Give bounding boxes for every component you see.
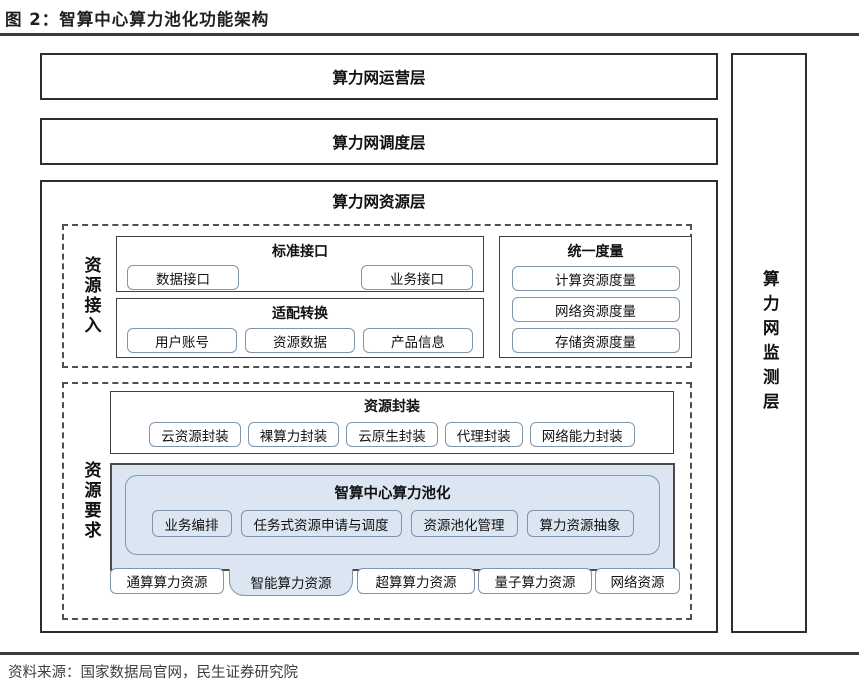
adaptation-box: 适配转换 用户账号 资源数据 产品信息 [116,298,484,358]
scheduling-layer-label: 算力网调度层 [332,133,426,152]
chip-product-info: 产品信息 [363,328,473,353]
operation-layer-box: 算力网运营层 [40,53,718,100]
chip-data-interface: 数据接口 [127,265,239,290]
monitoring-layer-box: 算力网监测层 [731,53,807,633]
chip-network-measure: 网络资源度量 [511,297,680,322]
chip-business-interface: 业务接口 [361,265,473,290]
monitoring-layer-label: 算力网监测层 [760,269,780,417]
chip-proxy-encap: 代理封装 [444,422,523,447]
pooling-inner-box: 智算中心算力池化 业务编排 任务式资源申请与调度 资源池化管理 算力资源抽象 [125,475,660,555]
resource-layer-label: 算力网资源层 [332,193,426,211]
chip-general-compute-resource: 通算算力资源 [110,568,224,594]
chip-cloudnative-encap: 云原生封装 [346,422,438,447]
chip-resource-abstraction: 算力资源抽象 [526,510,634,537]
chip-user-account: 用户账号 [127,328,237,353]
chip-netcap-encap: 网络能力封装 [529,422,635,447]
adaptation-title: 适配转换 [272,306,328,322]
resource-access-label: 资源接入 [80,256,101,336]
figure-title: 图 2：智算中心算力池化功能架构 [5,10,270,29]
encapsulation-title: 资源封装 [364,399,420,415]
encapsulation-box: 资源封装 云资源封装 裸算力封装 云原生封装 代理封装 网络能力封装 [110,391,674,454]
operation-layer-label: 算力网运营层 [332,68,426,87]
source-divider [0,652,859,655]
resource-requirement-section: 资源要求 资源封装 云资源封装 裸算力封装 云原生封装 代理封装 网络能力封装 … [62,382,692,620]
standard-interface-box: 标准接口 数据接口 业务接口 [116,236,484,292]
resource-requirement-label-wrap: 资源要求 [72,384,108,618]
chip-compute-measure: 计算资源度量 [511,266,680,291]
chip-pool-management: 资源池化管理 [410,510,518,537]
measurement-title: 统一度量 [567,244,624,260]
chip-intelligent-compute-resource: 智能算力资源 [229,569,353,596]
chip-cloud-encap: 云资源封装 [149,422,241,447]
chip-business-orchestration: 业务编排 [151,510,232,537]
measurement-box: 统一度量 计算资源度量 网络资源度量 存储资源度量 [499,236,692,358]
source-text: 资料来源：国家数据局官网，民生证券研究院 [8,665,298,681]
chip-quantum-compute-resource: 量子算力资源 [478,568,592,594]
pooling-title: 智算中心算力池化 [334,486,451,502]
chip-resource-data: 资源数据 [245,328,355,353]
chip-super-compute-resource: 超算算力资源 [357,568,475,594]
pooling-block: 智算中心算力池化 业务编排 任务式资源申请与调度 资源池化管理 算力资源抽象 [110,463,675,571]
chip-task-resource-scheduling: 任务式资源申请与调度 [240,510,402,537]
scheduling-layer-box: 算力网调度层 [40,118,718,165]
resource-requirement-label: 资源要求 [80,461,101,541]
title-divider [0,33,859,36]
chip-bare-encap: 裸算力封装 [247,422,340,447]
resource-access-label-wrap: 资源接入 [72,226,108,366]
resource-access-section: 资源接入 标准接口 数据接口 业务接口 适配转换 用户账号 资源数据 产品信息 … [62,224,692,368]
standard-interface-title: 标准接口 [272,244,328,260]
chip-storage-measure: 存储资源度量 [511,328,680,353]
chip-network-resource: 网络资源 [595,568,680,594]
